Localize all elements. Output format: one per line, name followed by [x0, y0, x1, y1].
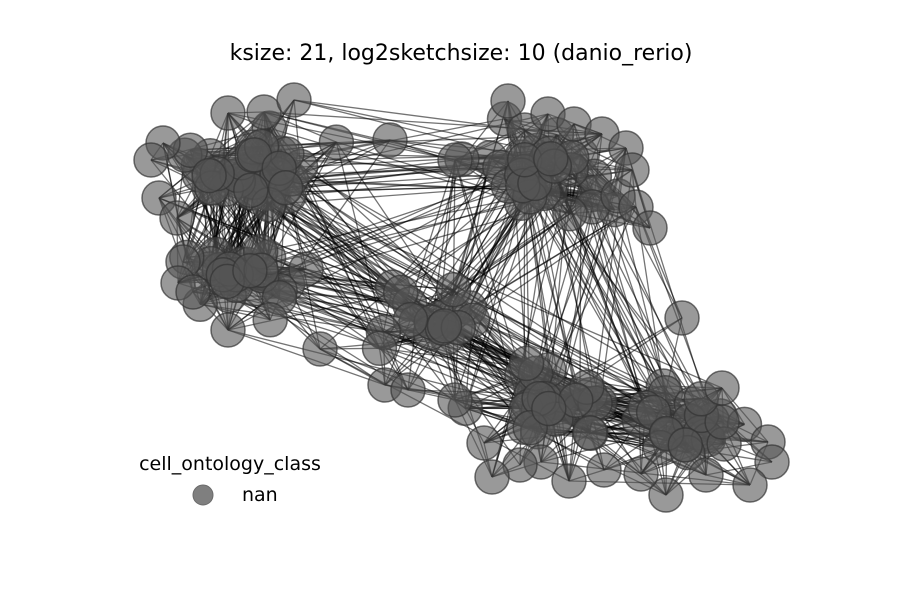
network-node [531, 390, 567, 427]
network-edge [415, 185, 509, 322]
network-node [664, 300, 700, 336]
network-node [267, 170, 304, 206]
network-node [623, 456, 659, 492]
network-node [232, 252, 268, 289]
network-edge [263, 111, 456, 161]
network-node [361, 330, 398, 367]
network-node [552, 195, 588, 232]
legend-label-nan: nan [242, 484, 278, 506]
network-edge [534, 183, 581, 410]
network-edge [527, 184, 581, 410]
network-node [210, 95, 246, 131]
network-node [159, 200, 195, 236]
legend-title: cell_ontology_class [139, 453, 321, 475]
network-node [288, 251, 324, 287]
network-node [372, 122, 408, 158]
network-node [586, 452, 622, 488]
network-node [632, 210, 668, 246]
network-node [533, 140, 569, 177]
network-node [614, 152, 650, 188]
network-node [435, 271, 472, 308]
network-node [648, 477, 684, 513]
network-node [754, 444, 790, 480]
network-node [732, 467, 768, 503]
network-node [667, 427, 704, 463]
network-node [191, 157, 227, 194]
network-edge [227, 329, 530, 407]
network-edge [454, 159, 523, 376]
network-edge [293, 99, 550, 155]
network-node [508, 345, 545, 382]
network-edge [409, 159, 456, 305]
legend: cell_ontology_class nan [139, 453, 321, 506]
network-node [318, 124, 355, 160]
network-node [175, 274, 211, 310]
network-node [302, 331, 338, 367]
network-node [133, 142, 169, 178]
network-node [252, 302, 288, 338]
legend-marker [192, 484, 214, 506]
network-node [474, 459, 510, 495]
network-node [551, 463, 587, 499]
node-layer [133, 82, 790, 513]
network-node [437, 142, 473, 178]
network-edge [269, 127, 522, 204]
network-node [276, 82, 312, 118]
network-node [572, 414, 608, 451]
chart-title: ksize: 21, log2sketchsize: 10 (danio_rer… [230, 41, 693, 66]
network-node [490, 83, 526, 119]
network-node [688, 457, 724, 493]
network-edge [335, 141, 454, 314]
network-node [233, 172, 269, 208]
network-node [704, 370, 740, 406]
network-node [466, 425, 502, 461]
network-node [246, 94, 282, 130]
network-node [437, 382, 473, 418]
network-node [390, 372, 426, 408]
network-node [210, 312, 246, 348]
network-edge [452, 159, 456, 290]
network-edge [293, 99, 525, 131]
network-node [426, 308, 463, 344]
